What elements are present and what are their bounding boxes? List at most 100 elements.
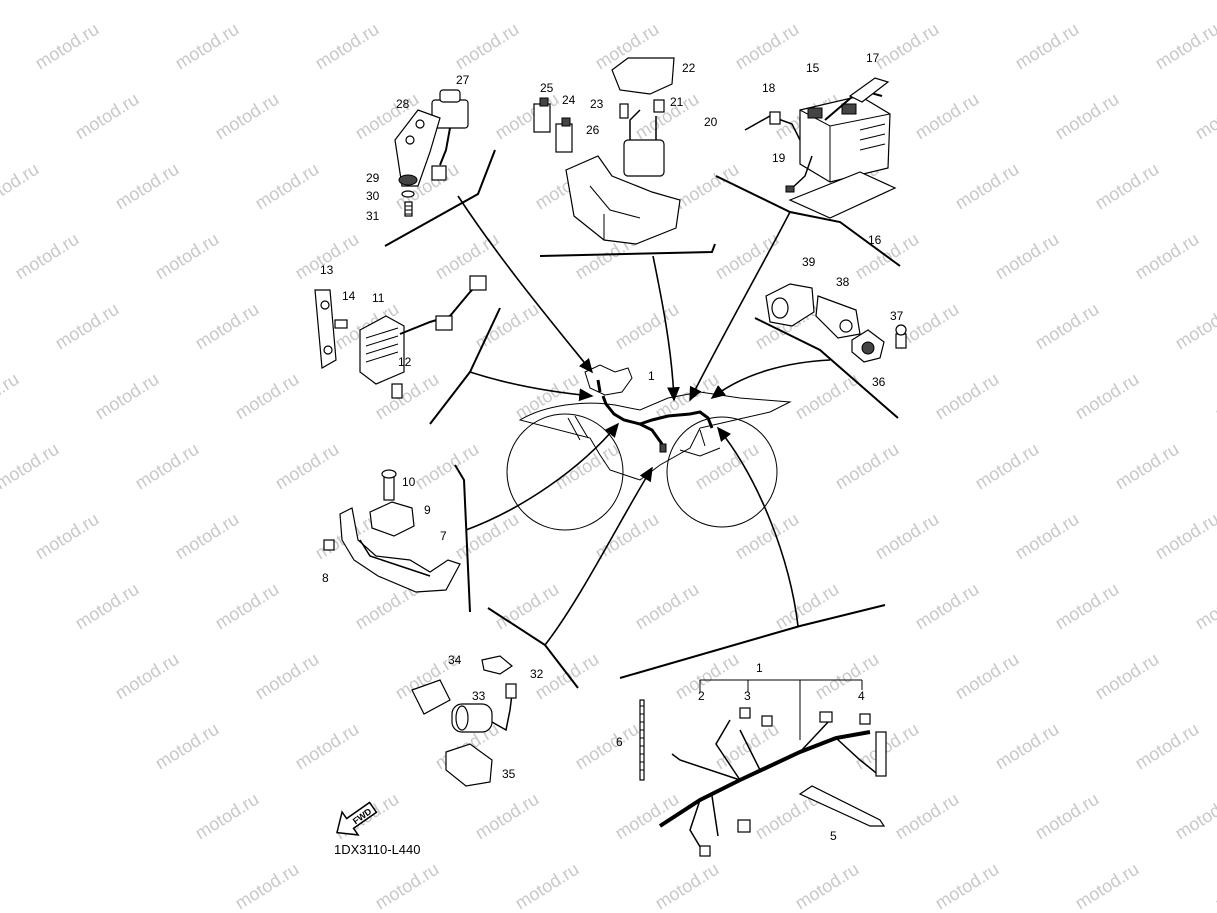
leader-arrow — [469, 371, 594, 402]
leader-arrow — [457, 195, 594, 374]
watermark-text: motod.ru — [972, 0, 1043, 3]
watermark-text: motod.ru — [272, 0, 343, 3]
watermark-text: motod.ru — [452, 509, 523, 564]
watermark-text: motod.ru — [0, 89, 2, 144]
callout-10: 10 — [402, 475, 416, 489]
callout-25: 25 — [540, 81, 554, 95]
leader-arrow — [652, 255, 680, 402]
watermark-text: motod.ru — [292, 719, 363, 774]
watermark-text: motod.ru — [132, 0, 203, 3]
callout-22: 22 — [682, 61, 696, 75]
group-border-ml — [454, 464, 471, 613]
watermark-text: motod.ru — [412, 0, 483, 3]
watermark-text: motod.ru — [1032, 789, 1103, 844]
watermark-text: motod.ru — [12, 229, 83, 284]
callout-20: 20 — [704, 115, 718, 129]
watermark-text: motod.ru — [932, 859, 1003, 913]
watermark-text: motod.ru — [692, 0, 763, 3]
watermark-text: motod.ru — [512, 859, 583, 913]
watermark-text: motod.ru — [152, 719, 223, 774]
callout-7: 7 — [440, 529, 447, 543]
watermark-text: motod.ru — [912, 89, 983, 144]
watermark-text: motod.ru — [1112, 0, 1183, 3]
callout-24: 24 — [562, 93, 576, 107]
watermark-text: motod.ru — [912, 579, 983, 634]
watermark-text: motod.ru — [432, 229, 503, 284]
watermark-text: motod.ru — [632, 89, 703, 144]
leader-arrow — [689, 211, 791, 402]
diagram-code: 1DX3110-L440 — [334, 842, 421, 857]
watermark-text: motod.ru — [512, 369, 583, 424]
watermark-text: motod.ru — [112, 159, 183, 214]
watermark-text: motod.ru — [92, 369, 163, 424]
watermark-text: motod.ru — [952, 649, 1023, 704]
callout-34: 34 — [448, 653, 462, 667]
callout-14: 14 — [342, 289, 356, 303]
watermark-text: motod.ru — [812, 649, 883, 704]
part-group-tr — [744, 77, 897, 219]
callout-5: 5 — [830, 829, 837, 843]
watermark-text: motod.ru — [1012, 509, 1083, 564]
callout-29: 29 — [366, 171, 380, 185]
watermark-text: motod.ru — [172, 509, 243, 564]
watermark-text: motod.ru — [552, 439, 623, 494]
watermark-text: motod.ru — [1152, 19, 1217, 74]
watermark-text: motod.ru — [112, 649, 183, 704]
group-border-br — [619, 604, 886, 679]
leader-arrow — [710, 359, 831, 399]
callout-33: 33 — [472, 689, 486, 703]
callout-6: 6 — [616, 735, 623, 749]
watermark-text: motod.ru — [192, 299, 263, 354]
callout-9: 9 — [424, 503, 431, 517]
callout-17: 17 — [866, 51, 880, 65]
watermark-text: motod.ru — [472, 789, 543, 844]
callout-4: 4 — [858, 689, 865, 703]
callout-37: 37 — [890, 309, 904, 323]
watermark-text: motod.ru — [372, 859, 443, 913]
watermark-text: motod.ru — [832, 439, 903, 494]
watermark-text: motod.ru — [1032, 299, 1103, 354]
watermark-text: motod.ru — [492, 89, 563, 144]
watermark-text: motod.ru — [152, 229, 223, 284]
watermark-text: motod.ru — [252, 649, 323, 704]
watermark-text: motod.ru — [1052, 89, 1123, 144]
part-group-l — [314, 275, 487, 399]
watermark-text: motod.ru — [672, 649, 743, 704]
watermark-text: motod.ru — [1172, 789, 1217, 844]
watermark-text: motod.ru — [0, 369, 22, 424]
watermark-text: motod.ru — [832, 0, 903, 3]
part-group-r — [765, 283, 907, 363]
callout-11: 11 — [372, 291, 385, 305]
watermark-text: motod.ru — [732, 509, 803, 564]
watermark-text: motod.ru — [1192, 89, 1217, 144]
watermark-text: motod.ru — [0, 0, 62, 3]
callout-23: 23 — [590, 97, 604, 111]
watermark-text: motod.ru — [212, 89, 283, 144]
motorcycle-outline — [506, 364, 792, 531]
group-border-tl — [384, 149, 496, 247]
watermark-text: motod.ru — [932, 369, 1003, 424]
watermark-text: motod.ru — [1212, 369, 1217, 424]
callout-1: 1 — [756, 661, 763, 675]
watermark-text: motod.ru — [32, 509, 103, 564]
watermark-text: motod.ru — [1212, 859, 1217, 913]
callout-19: 19 — [772, 151, 786, 165]
watermark-text: motod.ru — [72, 579, 143, 634]
watermark-text: motod.ru — [672, 159, 743, 214]
watermark-text: motod.ru — [1132, 229, 1203, 284]
watermark-text: motod.ru — [692, 439, 763, 494]
leader-arrow — [716, 426, 799, 627]
watermark-text: motod.ru — [552, 0, 623, 3]
callout-18: 18 — [762, 81, 776, 95]
watermark-text: motod.ru — [1112, 439, 1183, 494]
leader-arrow — [544, 466, 653, 646]
watermark-text: motod.ru — [1072, 369, 1143, 424]
leader-arrow — [465, 422, 620, 531]
watermark-text: motod.ru — [232, 859, 303, 913]
callout-2: 2 — [698, 689, 705, 703]
watermark-text: motod.ru — [892, 789, 963, 844]
watermark-text: motod.ru — [872, 19, 943, 74]
watermark-text: motod.ru — [992, 229, 1063, 284]
